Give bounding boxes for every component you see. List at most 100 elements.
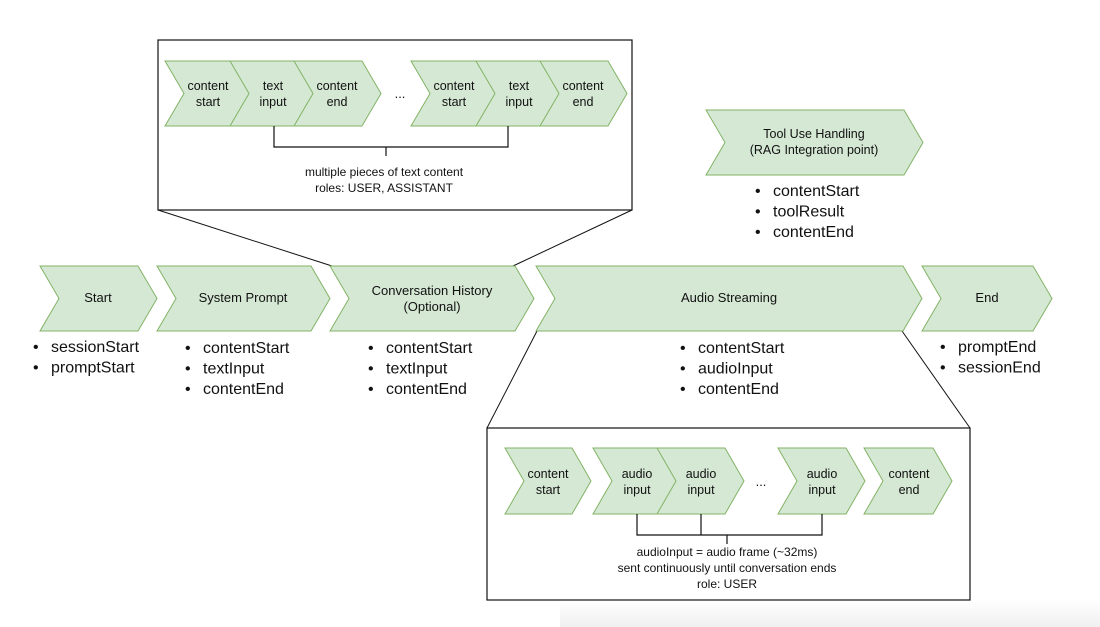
audio-zoom-connector-left: [486, 330, 538, 429]
audio-chevron-label-line1: content: [527, 467, 569, 481]
step-conversation-history-label-line2: (Optional): [403, 299, 460, 314]
tool-use-label-line1: Tool Use Handling: [763, 127, 864, 141]
audio-ellipsis: ...: [756, 474, 767, 489]
step-audio-streaming-label: Audio Streaming: [681, 290, 777, 305]
audio-chevron-shape: [863, 447, 953, 515]
history-note-line1: multiple pieces of text content: [305, 165, 464, 179]
audio-chevron-audio-input-2: audio input: [656, 447, 745, 515]
history-chevron-content-end-1: content end: [293, 60, 382, 127]
bullet-dot: •: [680, 381, 686, 398]
bullet-dot: •: [680, 361, 686, 378]
step-start-bullets: •sessionStart•promptStart: [33, 339, 140, 377]
history-chevron-label-line2: start: [196, 95, 221, 109]
history-chevron-shape: [293, 60, 382, 127]
step-start: Start •sessionStart•promptStart: [33, 265, 158, 377]
bullet-dot: •: [755, 204, 761, 221]
bullet-item: audioInput: [698, 361, 773, 378]
tool-use-handling: Tool Use Handling (RAG Integration point…: [705, 109, 924, 241]
bullet-item: contentEnd: [203, 381, 284, 398]
bullet-item: sessionStart: [51, 339, 140, 356]
history-chevron-content-start-2: content start: [410, 60, 498, 127]
chevron-audio-streaming: [535, 265, 923, 332]
bullet-item: contentStart: [698, 340, 785, 357]
history-chevron-label-line2: end: [327, 95, 348, 109]
bullet-dot: •: [185, 340, 191, 357]
history-chevron-label-line2: end: [573, 95, 594, 109]
audio-note-line3: role: USER: [697, 577, 757, 591]
bullet-dot: •: [755, 224, 761, 241]
history-chevron-content-end-2: content end: [539, 60, 628, 127]
audio-chevron-label-line1: audio: [686, 467, 717, 481]
bullet-item: contentStart: [773, 183, 860, 200]
bullet-dot: •: [185, 361, 191, 378]
history-chevron-label-line1: content: [433, 79, 475, 93]
audio-note-line1: audioInput = audio frame (~32ms): [637, 545, 818, 559]
history-chevron-label-line2: input: [505, 95, 533, 109]
step-system-prompt-label: System Prompt: [199, 290, 288, 305]
step-end: End •promptEnd•sessionEnd: [921, 265, 1053, 377]
audio-zoom-connector-right: [901, 330, 971, 429]
history-chevron-text-input-2: text input: [475, 60, 562, 127]
step-end-bullets: •promptEnd•sessionEnd: [940, 339, 1041, 377]
chevron-start: [39, 265, 158, 332]
bullet-item: promptEnd: [958, 339, 1036, 356]
audio-chevron-label-line2: end: [899, 483, 920, 497]
step-end-label: End: [975, 290, 998, 305]
bullet-dot: •: [680, 340, 686, 357]
history-chevron-label-line1: text: [263, 79, 284, 93]
audio-chevron-content-end: content end: [863, 447, 953, 515]
bullet-item: contentStart: [203, 340, 290, 357]
bullet-dot: •: [185, 381, 191, 398]
audio-chevron-audio-input-3: audio input: [777, 447, 866, 515]
history-chevron-label-line1: content: [187, 79, 229, 93]
history-chevron-label-line2: start: [442, 95, 467, 109]
audio-chevron-label-line2: input: [623, 483, 651, 497]
tool-use-label-line2: (RAG Integration point): [750, 143, 879, 157]
step-start-label: Start: [84, 290, 112, 305]
history-chevron-label-line2: input: [259, 95, 287, 109]
bullet-item: textInput: [203, 361, 265, 378]
bullet-dot: •: [368, 361, 374, 378]
history-chevron-label-line1: content: [316, 79, 358, 93]
bullet-dot: •: [368, 340, 374, 357]
history-chevron-shape: [539, 60, 628, 127]
audio-input-bracket: [636, 514, 823, 544]
bullet-item: sessionEnd: [958, 360, 1041, 377]
bullet-item: textInput: [386, 361, 448, 378]
step-audio-streaming-bullets: • contentStart • audioInput • contentEnd: [680, 340, 785, 398]
history-chevron-label-line1: text: [509, 79, 530, 93]
audio-chevron-label-line1: audio: [622, 467, 653, 481]
bullet-item: promptStart: [51, 360, 135, 377]
chevron-end: [921, 265, 1053, 332]
history-detail: content start text input content end ...…: [164, 60, 628, 195]
history-zoom-connector-left: [157, 209, 333, 267]
step-system-prompt: System Prompt • contentStart • textInput • co…: [156, 265, 331, 398]
bullet-item: contentEnd: [698, 381, 779, 398]
step-system-prompt-bullets: • contentStart • textInput • contentEnd: [185, 340, 290, 398]
audio-chevron-shape: [504, 447, 592, 515]
bullet-item: contentStart: [386, 340, 473, 357]
audio-chevron-label-line2: start: [536, 483, 561, 497]
step-audio-streaming: Audio Streaming • contentStart • audioInput…: [535, 265, 923, 398]
audio-chevron-shape: [777, 447, 866, 515]
bullet-item: contentEnd: [386, 381, 467, 398]
step-conversation-history-bullets: • contentStart • textInput • contentEnd: [368, 340, 473, 398]
step-conversation-history-label-line1: Conversation History: [372, 283, 493, 298]
bullet-item: toolResult: [773, 204, 845, 221]
chevron-tool-use: [705, 109, 924, 176]
audio-chevron-label-line1: audio: [807, 467, 838, 481]
history-zoom-connector-right: [512, 209, 633, 267]
bullet-dot: •: [368, 381, 374, 398]
chevron-system-prompt: [156, 265, 331, 332]
main-flow: Start •sessionStart•promptStart System P…: [33, 265, 1053, 398]
audio-chevron-audio-input-1: audio input: [592, 447, 681, 515]
history-note-line2: roles: USER, ASSISTANT: [315, 181, 453, 195]
step-conversation-history: Conversation History (Optional) • content…: [329, 265, 535, 398]
audio-chevron-shape: [656, 447, 745, 515]
chevron-conversation-history: [329, 265, 535, 332]
history-text-input-bracket: [273, 126, 509, 156]
audio-detail: content start audio input audio input ..…: [504, 447, 953, 591]
audio-chevron-label-line2: input: [808, 483, 836, 497]
history-ellipsis: ...: [395, 86, 406, 101]
